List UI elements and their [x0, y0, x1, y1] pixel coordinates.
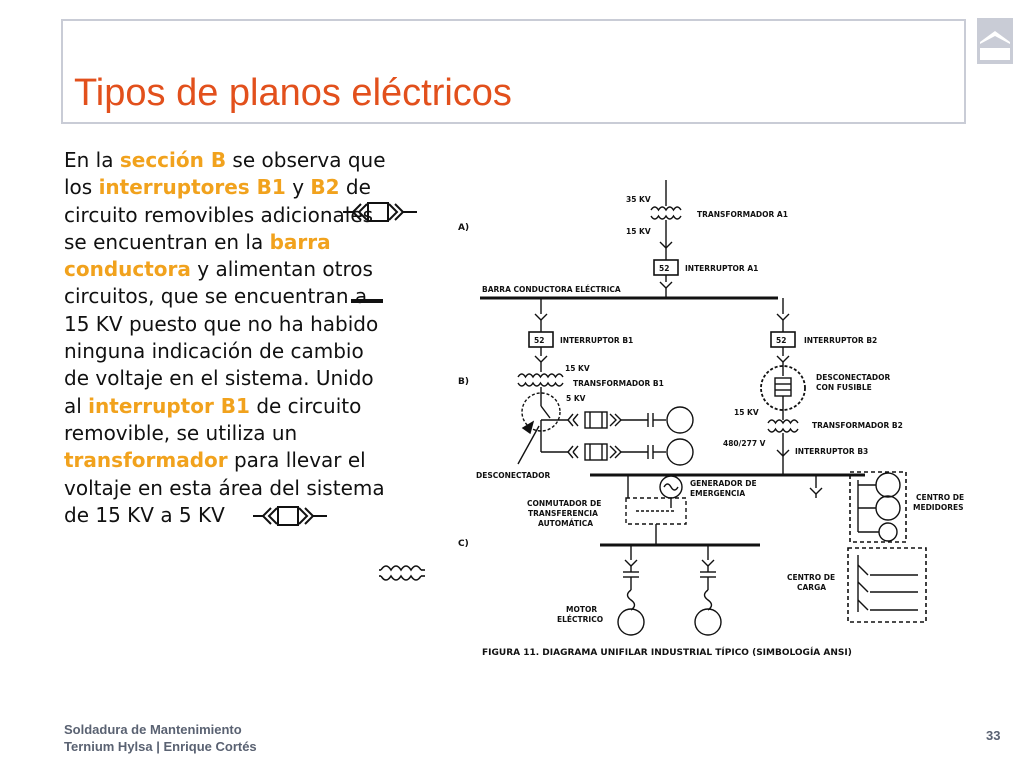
body-text-run: de circuito removible, se utiliza un: [64, 393, 362, 445]
motor-label-2: ELÉCTRICO: [557, 615, 603, 624]
transformador-a1-label: TRANSFORMADOR A1: [697, 210, 788, 219]
section-b-label: B): [458, 377, 469, 387]
conmutador-label-3: AUTOMÁTICA: [538, 519, 593, 528]
desconectador-fusible-label-1: DESCONECTADOR: [816, 373, 890, 382]
ternium-logo-icon: [977, 18, 1013, 64]
footer-line-2: Ternium Hylsa | Enrique Cortés: [64, 739, 257, 754]
body-text-run: y: [285, 175, 311, 200]
highlight-seccion-b: sección B: [119, 148, 227, 172]
highlight-transformador: transformador: [64, 448, 228, 473]
desconectador-fusible-label-2: CON FUSIBLE: [816, 383, 872, 392]
body-text-run: se observa que los: [64, 148, 386, 200]
interruptor-b3-label: INTERRUPTOR B3: [795, 447, 868, 456]
highlight-b2: B2: [310, 175, 340, 200]
centro-carga-label-1: CENTRO DE: [787, 573, 835, 582]
footer-line-1: Soldadura de Mantenimiento: [64, 722, 242, 737]
kv15-top-label: 15 KV: [626, 227, 651, 236]
centro-medidores-label-2: MEDIDORES: [913, 503, 964, 512]
generador-label-2: EMERGENCIA: [690, 489, 745, 498]
box-52-a1: 52: [659, 264, 669, 273]
slide-title: Tipos de planos eléctricos: [74, 72, 512, 114]
box-52-b1: 52: [534, 336, 544, 345]
body-text-run: En la: [64, 148, 120, 172]
body-text-run: para llevar el voltaje en esta área del …: [64, 448, 385, 527]
body-text-run: y alimentan otros circuitos, que se encu…: [64, 257, 379, 418]
removable-breaker-icon: [253, 506, 327, 526]
interruptor-b1-label: INTERRUPTOR B1: [560, 336, 633, 345]
page-number: 33: [986, 728, 1001, 743]
transformer-icon: [379, 565, 425, 581]
single-line-diagram: A) B) C) 35 KV 15 KV TRANSFORMADOR A1 52…: [458, 180, 964, 658]
barra-label: BARRA CONDUCTORA ELÉCTRICA: [482, 285, 621, 294]
interruptor-b2-label: INTERRUPTOR B2: [804, 336, 877, 345]
kv15-b1-label: 15 KV: [565, 364, 590, 373]
section-c-label: C): [458, 539, 469, 549]
removable-breaker-icon: [343, 202, 417, 222]
figure-caption: FIGURA 11. DIAGRAMA UNIFILAR INDUSTRIAL …: [482, 646, 852, 658]
desconectador-label: DESCONECTADOR: [476, 471, 550, 480]
section-a-label: A): [458, 223, 469, 233]
kv35-label: 35 KV: [626, 195, 651, 204]
title-frame: [61, 19, 966, 124]
generador-label-1: GENERADOR DE: [690, 479, 757, 488]
kv15-b2-label: 15 KV: [734, 408, 759, 417]
transformador-b2-label: TRANSFORMADOR B2: [812, 421, 903, 430]
transformador-b1-label: TRANSFORMADOR B1: [573, 379, 664, 388]
highlight-interruptor-b1: interruptor B1: [88, 393, 250, 418]
motor-label-1: MOTOR: [566, 605, 597, 614]
v480-label: 480/277 V: [723, 439, 766, 448]
kv5-label: 5 KV: [566, 394, 586, 403]
conmutador-label-1: CONMUTADOR DE: [527, 499, 601, 508]
conmutador-label-2: TRANSFERENCIA: [528, 509, 598, 518]
centro-carga-label-2: CARGA: [797, 583, 826, 592]
highlight-barra-conductora: barra conductora: [64, 229, 331, 282]
body-text-run: de circuito removibles adicionales se en…: [64, 175, 374, 254]
box-52-b2: 52: [776, 336, 786, 345]
bus-bar-icon: [351, 299, 383, 303]
interruptor-a1-label: INTERRUPTOR A1: [685, 264, 758, 273]
highlight-interruptores-b1: interruptores B1: [98, 175, 286, 200]
body-paragraph: En la sección B se observa que los inter…: [64, 147, 394, 529]
footer-credits: Soldadura de Mantenimiento Ternium Hylsa…: [64, 721, 257, 755]
centro-medidores-label-1: CENTRO DE: [916, 493, 964, 502]
